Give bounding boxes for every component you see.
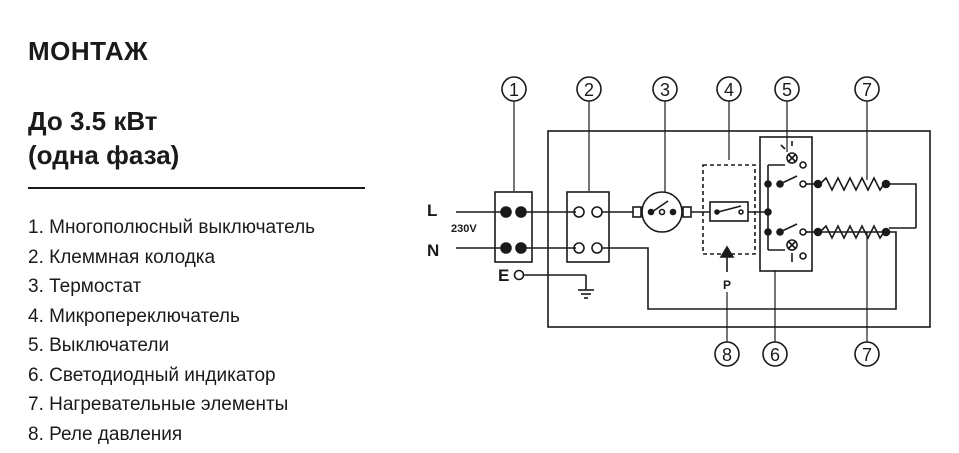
marker-3-number: 3 bbox=[660, 80, 670, 100]
heating-element-top bbox=[806, 176, 917, 228]
pressure-relay-arrow bbox=[719, 245, 735, 272]
marker-5: 5 bbox=[774, 76, 800, 102]
subtitle-power-line: До 3.5 кВт bbox=[28, 106, 158, 136]
earth-label: E bbox=[498, 266, 509, 285]
subtitle-phase-line: (одна фаза) bbox=[28, 140, 180, 170]
led-indicator-bottom bbox=[786, 239, 798, 262]
legend-item: 5. Выключатели bbox=[28, 335, 170, 356]
heater-enclosure bbox=[547, 130, 931, 328]
legend-item: 6. Светодиодный индикатор bbox=[28, 364, 276, 386]
marker-5-number: 5 bbox=[782, 80, 792, 100]
marker-3: 3 bbox=[652, 76, 678, 102]
neutral-label: N bbox=[427, 241, 439, 260]
marker-4-number: 4 bbox=[724, 80, 734, 100]
marker-6: 6 bbox=[762, 341, 788, 367]
power-subtitle: До 3.5 кВт (одна фаза) bbox=[28, 104, 179, 172]
leader-lines bbox=[513, 101, 868, 342]
multipole-switch bbox=[494, 191, 533, 263]
wiring-diagram: 1 2 3 4 5 7 8 6 7 bbox=[427, 76, 931, 367]
neutral-return-wire bbox=[602, 231, 897, 310]
marker-1-number: 1 bbox=[509, 80, 519, 100]
micro-switch bbox=[702, 164, 756, 255]
terminal-block bbox=[566, 191, 610, 263]
marker-4: 4 bbox=[716, 76, 742, 102]
earth-terminal bbox=[513, 269, 594, 299]
marker-2-number: 2 bbox=[584, 80, 594, 100]
marker-1: 1 bbox=[501, 76, 527, 102]
line-label: L bbox=[427, 201, 437, 220]
marker-2: 2 bbox=[576, 76, 602, 102]
marker-7-bottom: 7 bbox=[854, 341, 880, 367]
legend-item: 3. Термостат bbox=[28, 276, 142, 297]
marker-6-number: 6 bbox=[770, 345, 780, 365]
marker-7-bottom-number: 7 bbox=[862, 345, 872, 365]
page-heading: МОНТАЖ bbox=[28, 36, 149, 66]
legend-item: 1. Многополюсный выключатель bbox=[28, 217, 316, 238]
marker-8-number: 8 bbox=[722, 345, 732, 365]
thermostat bbox=[632, 191, 692, 233]
pressure-label: P bbox=[723, 278, 731, 292]
led-indicator-top bbox=[780, 141, 798, 164]
heating-element-bottom bbox=[806, 224, 916, 240]
legend-item: 7. Нагревательные элементы bbox=[28, 394, 289, 415]
voltage-label: 230V bbox=[451, 223, 477, 235]
marker-8: 8 bbox=[714, 341, 740, 367]
divider-line bbox=[28, 187, 365, 189]
component-legend: 1. Многополюсный выключатель 2. Клеммная… bbox=[28, 213, 315, 449]
legend-item: 2. Клеммная колодка bbox=[28, 246, 216, 268]
switch-panel bbox=[759, 136, 813, 272]
marker-7-top: 7 bbox=[854, 76, 880, 102]
marker-7-top-number: 7 bbox=[862, 80, 872, 100]
legend-item: 4. Микропереключатель bbox=[28, 305, 240, 327]
legend-item: 8. Реле давления bbox=[28, 423, 183, 445]
